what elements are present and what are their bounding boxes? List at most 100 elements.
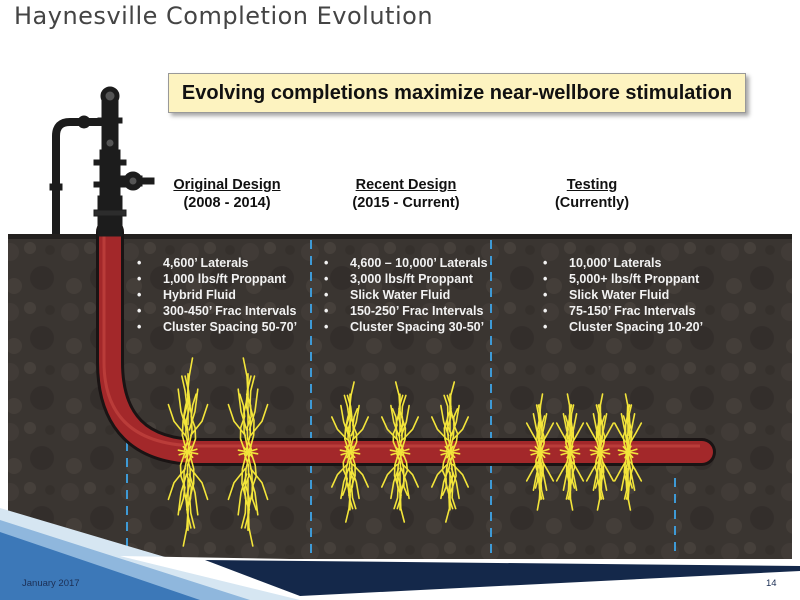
list-item: 4,600’ Laterals [137,255,297,271]
fracture-branch [350,404,360,437]
fracture-branch [568,415,573,451]
fracture-branch [449,448,460,453]
fracture-branch [245,393,253,451]
fracture-branch [444,453,451,523]
fracture-branch [600,413,608,440]
fracture-branch [352,463,369,488]
fracture-branch [348,453,354,496]
fracture-branch [630,422,643,443]
fracture-branch [341,453,348,496]
list-item: Cluster Spacing 10-20’ [543,319,703,335]
fracture-branch [349,451,356,459]
fracture-branch [190,403,209,437]
slide-title: Haynesville Completion Evolution [14,2,434,30]
fracture-branch [565,453,570,500]
fracture-branch [449,451,456,459]
fracture-branch [345,453,351,523]
fracture-branch [617,449,629,453]
fracture-branch [599,448,610,453]
fracture-branch [572,461,585,482]
fracture-branch [350,467,360,500]
design-period: (Currently) [554,195,630,211]
fracture-branch [352,416,369,441]
fracture-branch [179,453,186,511]
fracture-branch [190,393,197,451]
fracture-branch [444,445,451,453]
list-item: 3,000 lbs/ft Proppant [324,271,488,287]
fracture-branch [450,453,457,510]
list-item: Cluster Spacing 50-70’ [137,319,297,335]
fracture-branch [540,413,548,440]
list-item: 150-250’ Frac Intervals [324,303,488,319]
fracture-branch [352,408,359,451]
fracture-branch [343,394,350,451]
list-item: 300-450’ Frac Intervals [137,303,297,319]
fracture-branch [625,453,630,500]
fracture-branch [247,448,258,453]
fracture-branch [589,449,601,453]
fracture-branch [167,403,186,437]
fracture-branch [399,451,406,459]
fracture-branch [537,404,542,451]
fracture-branch [566,393,571,451]
fracture-branch [248,375,256,451]
fracture-branch [181,375,188,451]
fracture-branch [242,445,249,453]
fracture-branch [628,464,636,491]
fracture-branch [182,445,189,453]
fracture-branch [389,449,401,453]
fracture-branch [630,461,643,482]
fracture-branch [402,453,409,496]
fracture-branch [541,415,546,451]
fracture-branch [572,422,585,443]
fracture-branch [536,453,541,511]
fracture-branch [394,445,401,453]
fracture-branch [177,449,189,453]
fracture-branch [602,422,615,443]
design-header-testing: Testing (Currently) [522,176,662,212]
wellhead-icon [49,86,155,237]
fracture-branch [349,448,360,453]
fracture-branch [629,453,634,489]
fracture-branch [555,422,568,443]
fracture-branch [452,463,469,488]
fracture-branch [381,463,398,488]
fracture-branch [167,467,186,501]
fracture-branch [594,453,599,489]
list-item: 4,600 – 10,000’ Laterals [324,255,488,271]
fracture-branch [595,404,600,451]
fracture-branch [542,461,555,482]
list-item: 75-150’ Frac Intervals [543,303,703,319]
list-item: Slick Water Fluid [324,287,488,303]
design-name: Recent Design [355,177,457,193]
fracture-branch [344,445,351,453]
fracture-branch [331,416,348,441]
fracture-branch [439,449,451,453]
fracture-branch [402,463,419,488]
fracture-branch [571,453,576,489]
fracture-branch [598,453,603,489]
design-name: Testing [566,177,618,193]
fracture-network [167,357,643,547]
fracture-branch [187,451,194,459]
fracture-branch [250,467,269,501]
fracture-branch [240,453,248,529]
list-item: 5,000+ lbs/ft Proppant [543,271,703,287]
fracture-branch [594,445,601,453]
fracture-branch [596,453,601,511]
bullet-list-recent: 4,600 – 10,000’ Laterals 3,000 lbs/ft Pr… [324,255,488,335]
fracture-branch [381,416,398,441]
fracture-branch [597,404,602,451]
fracture-branch [570,464,578,491]
fracture-branch [248,473,259,516]
fracture-branch [182,453,189,547]
fracture-branch [622,445,629,453]
list-item: Hybrid Fluid [137,287,297,303]
fracture-branch [400,404,410,437]
fracture-branch [447,453,454,496]
list-item: 1,000 lbs/ft Proppant [137,271,297,287]
fracture-branch [446,394,453,451]
fracture-branch [188,473,199,516]
bullet-list-original: 4,600’ Laterals 1,000 lbs/ft Proppant Hy… [137,255,297,335]
